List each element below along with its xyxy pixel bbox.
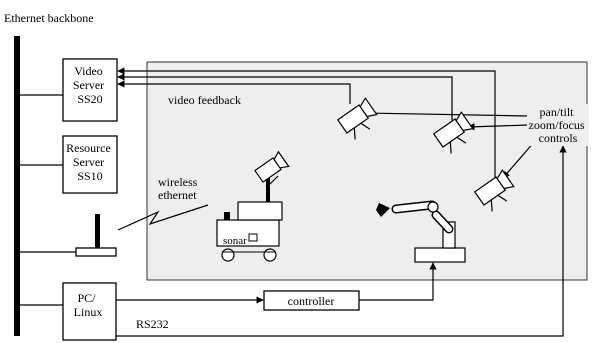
sonar-label: sonar bbox=[223, 235, 247, 247]
camera-icon bbox=[473, 169, 515, 212]
wireless-access-point bbox=[75, 214, 117, 257]
video-feed-2 bbox=[117, 73, 453, 121]
video-feed-3 bbox=[117, 67, 496, 179]
camera-icon bbox=[336, 97, 378, 140]
video-feed-1 bbox=[117, 80, 351, 104]
rs232-label: RS232 bbox=[136, 317, 169, 331]
pan-tilt-control-line bbox=[116, 145, 567, 337]
camera-icon bbox=[432, 111, 474, 154]
controller-label: controller bbox=[288, 294, 335, 308]
pan-tilt-label-bg bbox=[527, 104, 589, 146]
wireless-label: wireless ethernet bbox=[158, 175, 200, 202]
resource-server-box: Resource Server SS10 bbox=[62, 135, 118, 194]
video-server-box: Video Server SS20 bbox=[62, 58, 118, 122]
ethernet-backbone-bar bbox=[14, 36, 20, 336]
backbone-title: Ethernet backbone bbox=[4, 11, 94, 25]
video-server-label: Video Server SS20 bbox=[73, 64, 107, 106]
pc-linux-box: PC/ Linux bbox=[62, 282, 117, 341]
pan-tilt-label: pan/tilt zoom/focus controls bbox=[529, 105, 588, 145]
controller-to-arm-arrow bbox=[359, 262, 437, 301]
controller-box: controller bbox=[263, 290, 360, 311]
pan-tilt-arrow-cam3 bbox=[502, 140, 536, 179]
resource-server-label: Resource Server SS10 bbox=[66, 141, 114, 183]
video-feedback-label: video feedback bbox=[168, 93, 241, 107]
robot-arm-icon bbox=[376, 200, 466, 263]
pc-linux-label: PC/ Linux bbox=[74, 291, 103, 319]
pan-tilt-arrow-cam2 bbox=[467, 123, 529, 131]
pan-tilt-arrow-cam1 bbox=[364, 109, 529, 117]
mobile-robot-icon bbox=[216, 150, 290, 262]
wireless-signal-icon bbox=[117, 204, 209, 231]
